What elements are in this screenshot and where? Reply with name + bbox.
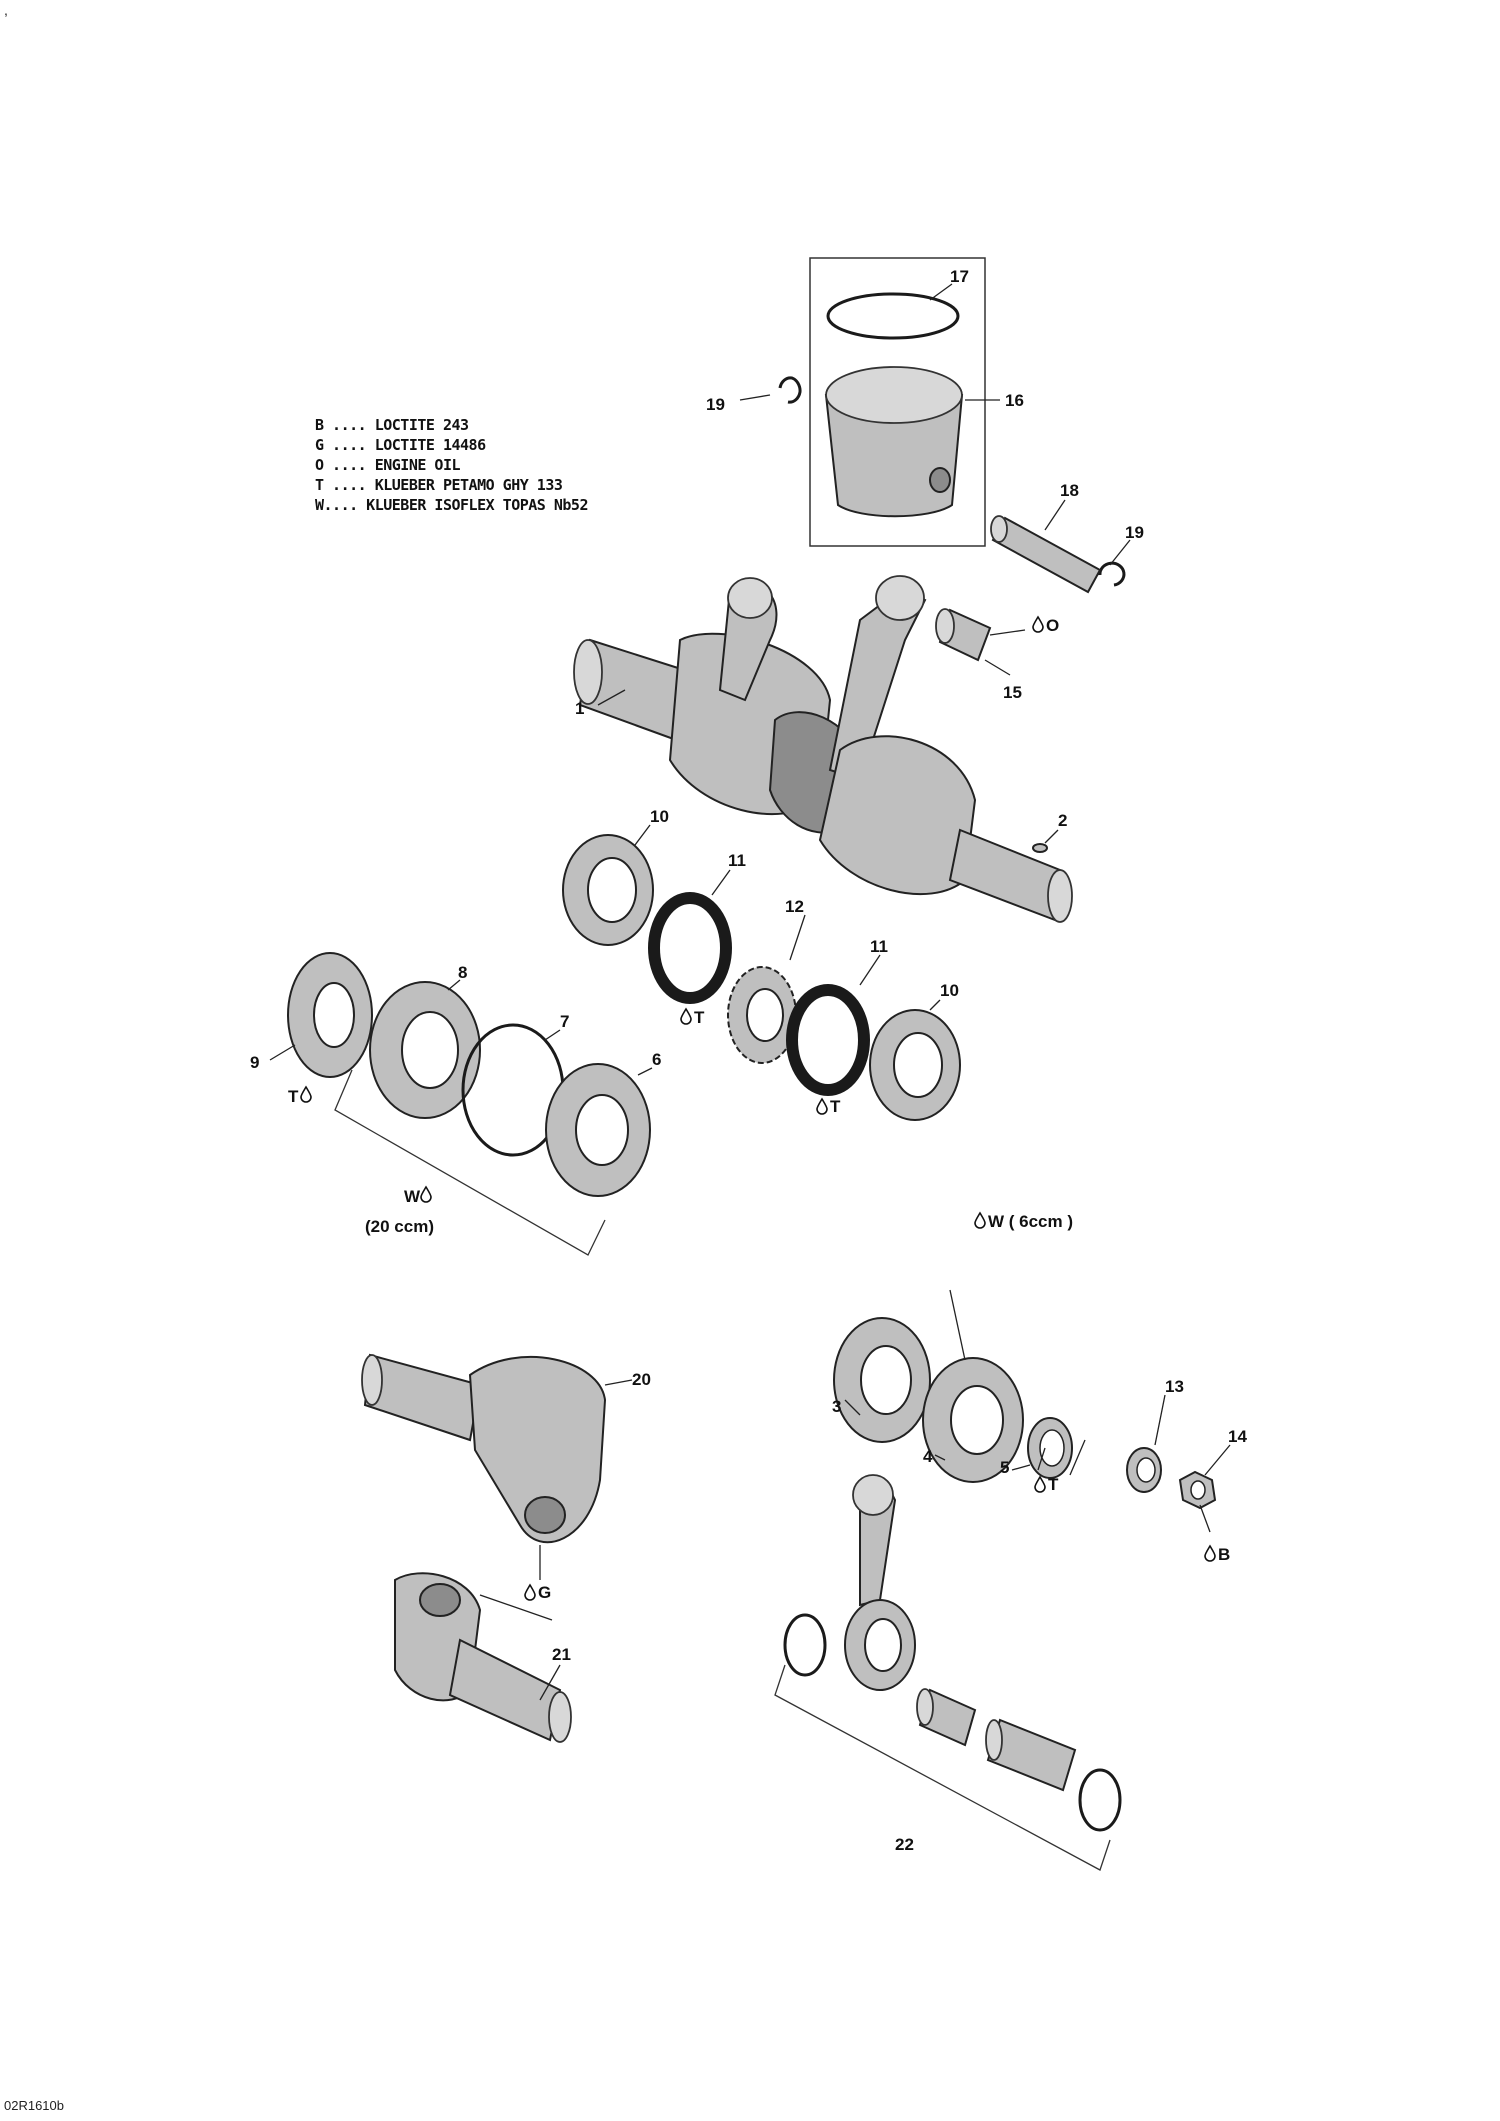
droplet-icon	[524, 1584, 536, 1601]
callout-16: 16	[1005, 391, 1024, 410]
callout-19-top: 19	[706, 395, 725, 414]
bearing-8	[369, 981, 481, 1119]
callout-15: 15	[1003, 683, 1022, 702]
note-b-nut: B	[1218, 1545, 1230, 1564]
seal-11-left	[648, 892, 732, 1004]
circlip-right	[1098, 561, 1126, 587]
callout-11-left: 11	[728, 851, 746, 870]
note-w-qty: (20 ccm)	[365, 1217, 434, 1236]
piston-ring	[826, 292, 960, 340]
circlip-top	[778, 376, 802, 404]
crank-half-20	[361, 1353, 607, 1544]
bracket-6-9	[334, 1069, 606, 1256]
droplet-icon	[1034, 1476, 1046, 1493]
callout-10-right: 10	[940, 981, 959, 1000]
callout-18: 18	[1060, 481, 1079, 500]
needle-bearing	[935, 608, 992, 662]
callout-11-right: 11	[870, 937, 888, 956]
oil-seal-9	[287, 952, 373, 1078]
gear	[727, 966, 797, 1064]
ring-5	[1027, 1417, 1073, 1479]
droplet-icon	[974, 1212, 986, 1229]
washer-13	[1126, 1447, 1162, 1493]
note-oil: O	[1046, 616, 1059, 635]
callout-7: 7	[560, 1012, 569, 1031]
bearing-6	[545, 1063, 651, 1197]
legend-item-w: W.... KLUEBER ISOFLEX TOPAS Nb52	[315, 496, 588, 514]
bearing-3	[833, 1317, 931, 1443]
droplet-icon	[420, 1186, 432, 1203]
callout-17: 17	[950, 267, 969, 286]
callout-8: 8	[458, 963, 467, 982]
note-g-pin: G	[538, 1583, 551, 1602]
callout-12: 12	[785, 897, 804, 916]
callout-22: 22	[895, 1835, 914, 1854]
legend-item-g: G .... LOCTITE 14486	[315, 436, 486, 454]
con-rod-kit-22	[774, 1474, 1122, 1871]
note-t-seal-9: T	[288, 1087, 299, 1106]
lubricant-notes: O T T T W (20 ccm) W ( 6ccm ) T B G	[288, 616, 1230, 1602]
callout-4: 4	[923, 1447, 933, 1466]
droplet-icon	[680, 1008, 692, 1025]
note-t-ring-5: T	[1048, 1475, 1059, 1494]
callout-13: 13	[1165, 1377, 1184, 1396]
callout-21: 21	[552, 1645, 571, 1664]
callout-20: 20	[632, 1370, 651, 1389]
corner-mark: ,	[4, 2, 8, 18]
callout-3: 3	[832, 1397, 841, 1416]
callouts: 17 16 19 18 19 15 1 2 10 11 12 11 10 8 7…	[250, 267, 1247, 1854]
callout-5: 5	[1000, 1458, 1009, 1477]
callout-9: 9	[250, 1053, 259, 1072]
bearing-10-left	[562, 834, 654, 946]
callout-14: 14	[1228, 1427, 1247, 1446]
callout-10-left: 10	[650, 807, 669, 826]
seal-11-right	[786, 984, 870, 1096]
bearing-10-right	[869, 1009, 961, 1121]
legend-item-t: T .... KLUEBER PETAMO GHY 133	[315, 476, 563, 494]
piston	[824, 366, 964, 518]
leader-lines	[269, 283, 1231, 1701]
crank-half-21	[394, 1572, 572, 1743]
note-t-seal-11-left: T	[694, 1008, 705, 1027]
note-w-bracket: W	[404, 1187, 421, 1206]
callout-6: 6	[652, 1050, 661, 1069]
droplet-icon	[1204, 1545, 1216, 1562]
droplet-icon	[816, 1098, 828, 1115]
legend-item-o: O .... ENGINE OIL	[315, 456, 461, 474]
callout-19-right: 19	[1125, 523, 1144, 542]
note-t-seal-11-right: T	[830, 1097, 841, 1116]
drawing-code: 02R1610b	[4, 2098, 64, 2113]
piston-pin	[990, 515, 1102, 594]
droplet-icon	[1032, 616, 1044, 633]
bearing-4	[922, 1357, 1024, 1483]
callout-2: 2	[1058, 811, 1067, 830]
note-w-6ccm: W ( 6ccm )	[988, 1212, 1073, 1231]
piston-kit-frame	[809, 257, 986, 547]
lubricant-legend: B .... LOCTITE 243 G .... LOCTITE 14486 …	[315, 415, 588, 515]
callout-1: 1	[575, 699, 584, 718]
nut-14	[1178, 1470, 1217, 1510]
legend-item-b: B .... LOCTITE 243	[315, 416, 469, 434]
droplet-icon	[300, 1086, 312, 1103]
woodruff-key	[1032, 843, 1048, 853]
crankshaft	[573, 575, 1073, 923]
